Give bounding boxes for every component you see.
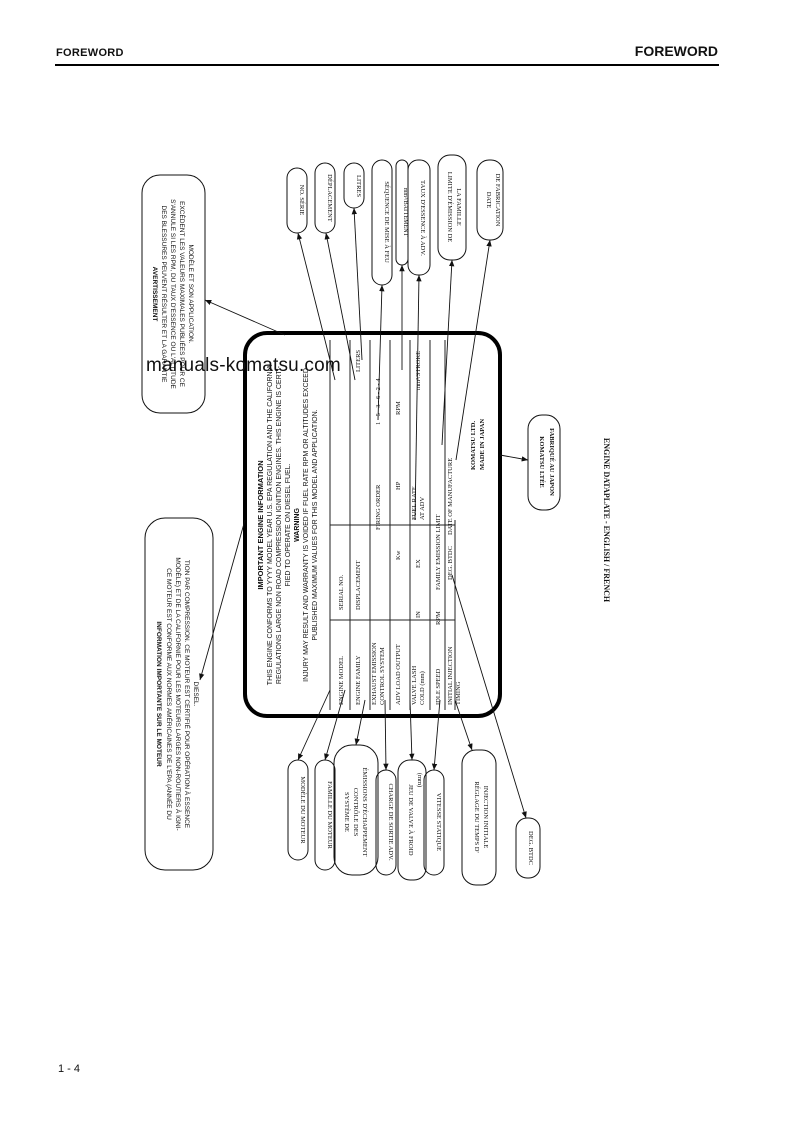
systeme-label-1: SYSTÈME DE bbox=[343, 792, 351, 832]
header-left-title: FOREWORD bbox=[56, 47, 124, 59]
plate-engine-model: ENGINE MODEL bbox=[338, 656, 345, 705]
header-rule bbox=[55, 64, 719, 66]
information-title: INFORMATION IMPORTANTE SUR LE MOTEUR bbox=[155, 621, 162, 767]
dataplate-border bbox=[243, 331, 502, 718]
avertissement-line-2: S'ANNULE SI LES RPM, DU TAUX D'ESSENCE O… bbox=[169, 199, 176, 389]
sequence-label: SÉQUENCE DE MISE À FEU bbox=[383, 181, 391, 263]
no-serie-label: NO. SÉRIE bbox=[298, 185, 306, 216]
fabrique-label: FABRIQUÉ AU JAPON bbox=[548, 428, 556, 496]
watermark: manuals-komatsu.com bbox=[146, 355, 341, 376]
mm3-battement-label: mm³/BATTEMENT bbox=[402, 188, 408, 237]
figure-caption: ENGINE DATAPLATE - ENGLISH / FRENCH bbox=[602, 438, 611, 603]
systeme-label-2: CONTRÔLE DES bbox=[352, 788, 360, 837]
date-label-1: DATE bbox=[485, 192, 492, 209]
leader-lines bbox=[199, 207, 529, 819]
plate-title: IMPORTANT ENGINE INFORMATION bbox=[256, 460, 265, 589]
avertissement-line-4: MODÈLE ET SON APPLICATION. bbox=[187, 244, 196, 343]
plate-rpm-2: RPM bbox=[435, 611, 442, 625]
avertissement-title: AVERTISSEMENT bbox=[151, 267, 158, 322]
information-line-1: CE MOTEUR EST CONFORME AUX NORMES AMÉRIC… bbox=[165, 568, 174, 820]
plate-displacement: DISPLACEMENT bbox=[355, 560, 362, 610]
avertissement-callout bbox=[141, 174, 206, 414]
avertissement-line-1: DES BLESSURES PEUVENT RÉSULTER ET LA GAR… bbox=[160, 206, 169, 384]
plate-ex: EX bbox=[415, 559, 422, 568]
header-right-title: FOREWORD bbox=[634, 43, 718, 59]
plate-initial-injection: INITIAL INJECTION bbox=[447, 646, 454, 705]
plate-stroke: mm³/STROKE bbox=[415, 351, 422, 390]
plate-date-of-manufacture: DATE OF MANUFACTURE bbox=[447, 458, 454, 535]
plate-maker-2: MADE IN JAPAN bbox=[479, 419, 486, 470]
plate-rpm: RPM bbox=[395, 401, 402, 415]
dataplate-grid bbox=[329, 340, 456, 710]
information-line-3: TION PAR COMPRESSION. CE MOTEUR EST CERT… bbox=[183, 560, 192, 829]
plate-serial-no: SERIAL NO. bbox=[338, 574, 345, 610]
plate-intro-1: THIS ENGINE CONFORMS TO YYYY MODEL YEAR … bbox=[267, 364, 274, 685]
reglage-label-2: INJECTION INITIALE bbox=[482, 786, 489, 849]
plate-intro-3: FIED TO OPERATE ON DIESEL FUEL. bbox=[285, 463, 292, 586]
avertissement-line-3: EXCÈDENT LES VALEURS MAXIMALES PUBLIÉES … bbox=[178, 201, 187, 387]
information-line-4: DIESEL. bbox=[192, 682, 199, 707]
reglage-callout bbox=[461, 749, 497, 886]
plate-valve-lash: VALVE LASH bbox=[411, 666, 418, 705]
komatsu-ltee-callout bbox=[527, 414, 561, 511]
dec-btdc-label: DEG. BTDC bbox=[527, 831, 534, 865]
plate-at-adv: AT ADV bbox=[419, 497, 426, 520]
information-callout bbox=[144, 517, 214, 871]
reglage-label-1: RÉGLAGE DU TEMPS D' bbox=[473, 781, 481, 852]
plate-adv-load-output: ADV LOAD OUTPUT bbox=[395, 644, 402, 705]
plate-maker-1: KOMATSU LTD. bbox=[470, 421, 477, 470]
plate-deg-btdc: DEG. BTDC bbox=[447, 546, 454, 580]
jeu-label-1: JEU DE VALVE À FROID bbox=[407, 784, 415, 855]
taux-essence-label: TAUX D'ESSENCE À ADV. bbox=[419, 180, 427, 256]
plate-family-emission-limit: FAMILY EMISSION LIMIT bbox=[435, 514, 442, 590]
plate-control-system: CONTROL SYSTEM bbox=[379, 647, 386, 705]
page-number: 1 - 4 bbox=[58, 1063, 81, 1075]
limite-label-1: LIMITE D'ÉMISSION DE bbox=[446, 172, 454, 243]
plate-engine-family: ENGINE FAMILY bbox=[355, 655, 362, 705]
famille-moteur-label: FAMILLE DU MOTEUR bbox=[326, 781, 333, 849]
litres-label: LITRES bbox=[355, 175, 362, 197]
plate-idle-speed: IDLE SPEED bbox=[435, 668, 442, 705]
plate-fuel-rate: FUEL RATE bbox=[411, 486, 418, 520]
information-line-2: MODÈLE) ET DE LA CALIFORNIE POUR LES MOT… bbox=[174, 557, 183, 830]
jeu-label-2: (mm) bbox=[416, 773, 423, 787]
plate-firing-order: FIRING ORDER bbox=[375, 484, 382, 530]
plate-exhaust-emission: EXHAUST EMISSION bbox=[371, 642, 378, 705]
plate-warning-1: INJURY MAY RESULT AND WARRANTY IS VOIDED… bbox=[303, 368, 310, 682]
plate-timing: TIMING bbox=[455, 681, 462, 705]
dec-btdc-callout bbox=[515, 817, 541, 879]
deplacement-label: DÉPLACEMENT bbox=[326, 174, 334, 222]
plate-warning-2: PUBLISHED MAXIMUM VALUES FOR THIS MODEL … bbox=[312, 409, 319, 640]
charge-label: CHARGE DE SORTIE ADV. bbox=[387, 783, 394, 861]
systeme-label-3: ÉMISSIONS D'ÉCHAPPEMENT bbox=[361, 767, 369, 856]
plate-warning-title: WARNING bbox=[294, 508, 301, 542]
plate-liters: LITERS bbox=[355, 350, 362, 372]
plate-hp: HP bbox=[395, 481, 402, 490]
date-label-2: DE FABRICATION bbox=[494, 174, 501, 227]
limite-label-2: LA FAMILLE bbox=[455, 188, 462, 226]
komatsu-ltee-label: KOMATSU LTÉE bbox=[538, 436, 546, 487]
plate-kw: Kw bbox=[395, 550, 402, 560]
plate-cold-mm: COLD (mm) bbox=[419, 671, 426, 705]
plate-in: IN bbox=[415, 611, 422, 618]
plate-intro-2: REGULATIONS LARGE NON ROAD COMPRESSION I… bbox=[276, 365, 283, 684]
vitesse-label: VITESSE STATIQUE bbox=[435, 793, 442, 851]
modele-moteur-label: MODÈLE DU MOTEUR bbox=[299, 776, 307, 844]
